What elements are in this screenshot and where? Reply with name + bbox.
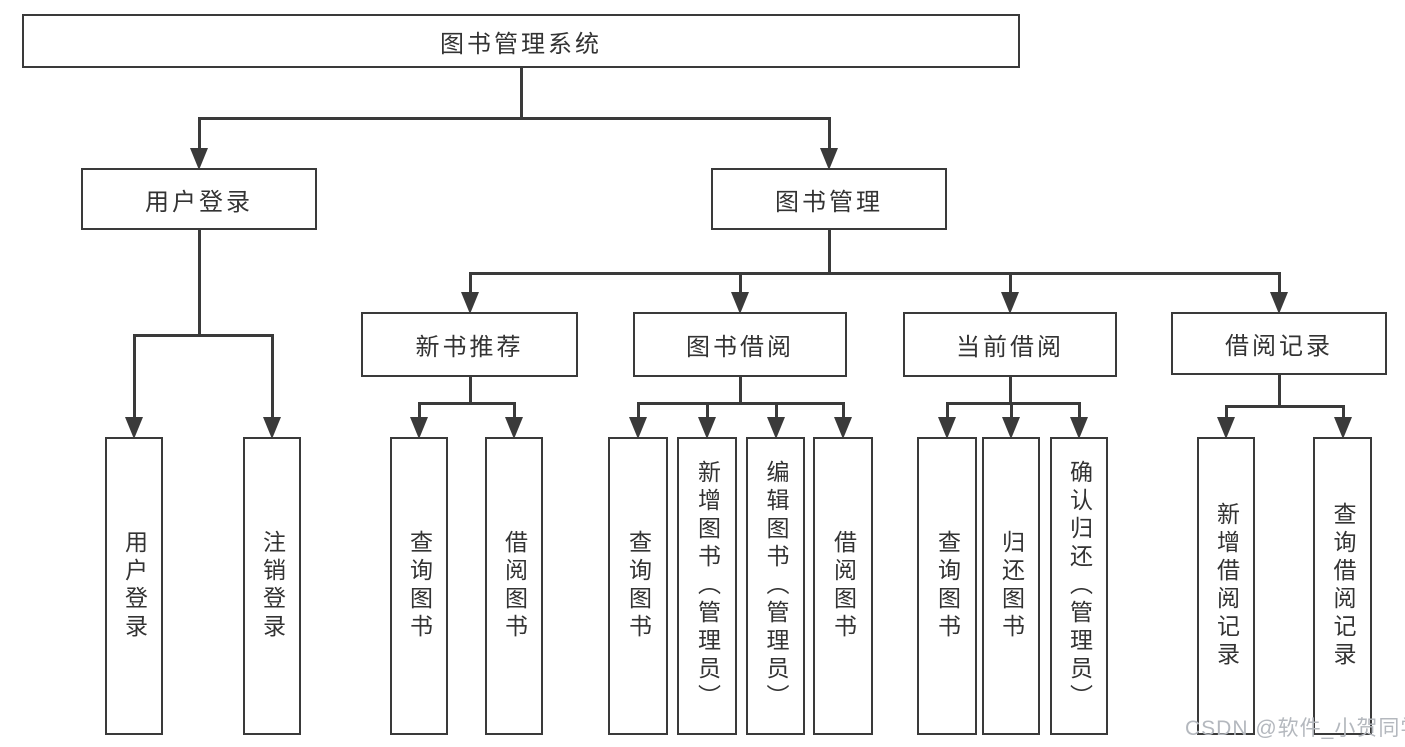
node-label: 借阅记录 [1225, 333, 1333, 360]
node-label: 查询借阅记录 [1330, 502, 1356, 670]
node-label: 查询图书 [406, 530, 433, 642]
arrowhead-down-icon [820, 148, 838, 170]
connector-hline [418, 402, 516, 405]
node-label: 图书管理 [775, 188, 883, 216]
connector-vline [133, 335, 136, 418]
connector-vline [775, 403, 778, 418]
connector-vline [1278, 273, 1281, 293]
connector-hline [198, 117, 831, 120]
node-group-current-borrowing: 当前借阅 [903, 312, 1117, 377]
connector-vline [513, 403, 516, 418]
arrowhead-down-icon [1001, 292, 1019, 314]
arrowhead-down-icon [461, 292, 479, 314]
node-label: 查询图书 [934, 530, 961, 642]
arrowhead-down-icon [1070, 417, 1088, 439]
connector-vline [739, 377, 742, 405]
node-leaf-add-borrow-record: 新增借阅记录 [1197, 437, 1255, 735]
arrowhead-down-icon [263, 417, 281, 439]
connector-vline [739, 273, 742, 293]
arrowhead-down-icon [505, 417, 523, 439]
node-group-new-book-recommend: 新书推荐 [361, 312, 578, 377]
arrowhead-down-icon [629, 417, 647, 439]
node-leaf-borrow-books-1: 借阅图书 [485, 437, 543, 735]
connector-vline [1010, 403, 1013, 418]
connector-vline [418, 403, 421, 418]
node-group-book-management: 图书管理 [711, 168, 947, 230]
arrowhead-down-icon [190, 148, 208, 170]
node-leaf-confirm-return-admin: 确认归还（管理员） [1050, 437, 1108, 735]
connector-vline [520, 68, 523, 120]
node-label: 用户登录 [145, 188, 253, 216]
connector-hline [1225, 405, 1345, 408]
connector-hline [946, 402, 1081, 405]
node-label: 借阅图书 [501, 530, 528, 642]
node-label: 新增图书（管理员） [694, 460, 721, 712]
connector-vline [1078, 403, 1081, 418]
node-leaf-query-books-3: 查询图书 [917, 437, 977, 735]
arrowhead-down-icon [938, 417, 956, 439]
connector-vline [706, 403, 709, 418]
connector-vline [828, 230, 831, 275]
arrowhead-down-icon [1217, 417, 1235, 439]
node-label: 查询图书 [625, 530, 652, 642]
node-label: 编辑图书（管理员） [763, 460, 789, 712]
node-group-borrowing-records: 借阅记录 [1171, 312, 1387, 375]
arrowhead-down-icon [698, 417, 716, 439]
node-label: 新增借阅记录 [1213, 502, 1240, 670]
node-group-user-login: 用户登录 [81, 168, 317, 230]
arrowhead-down-icon [1002, 417, 1020, 439]
connector-vline [1342, 406, 1345, 418]
connector-vline [1009, 273, 1012, 293]
connector-vline [1009, 377, 1012, 405]
node-label: 新书推荐 [415, 334, 524, 361]
node-leaf-query-books-2: 查询图书 [608, 437, 668, 735]
connector-vline [842, 403, 845, 418]
node-label: 当前借阅 [956, 334, 1064, 361]
connector-vline [198, 118, 201, 150]
arrowhead-down-icon [410, 417, 428, 439]
node-group-book-borrowing: 图书借阅 [633, 312, 847, 377]
connector-vline [469, 377, 472, 405]
node-leaf-query-borrow-record: 查询借阅记录 [1313, 437, 1372, 735]
arrowhead-down-icon [767, 417, 785, 439]
node-leaf-edit-book-admin: 编辑图书（管理员） [746, 437, 805, 735]
connector-vline [271, 335, 274, 418]
node-label: 用户登录 [121, 530, 148, 642]
node-label: 确认归还（管理员） [1066, 460, 1093, 712]
node-label: 借阅图书 [830, 530, 857, 642]
connector-vline [1278, 375, 1281, 408]
connector-vline [828, 118, 831, 150]
node-label: 归还图书 [998, 530, 1025, 642]
node-leaf-query-books-1: 查询图书 [390, 437, 448, 735]
connector-vline [469, 273, 472, 293]
csdn-watermark: CSDN @软件_小贺同学 [1185, 717, 1405, 740]
connector-hline [469, 272, 1281, 275]
node-leaf-logout: 注销登录 [243, 437, 301, 735]
connector-vline [946, 403, 949, 418]
connector-hline [133, 334, 274, 337]
node-label: 注销登录 [259, 530, 286, 642]
connector-vline [198, 230, 201, 337]
node-leaf-add-book-admin: 新增图书（管理员） [677, 437, 737, 735]
arrowhead-down-icon [1270, 292, 1288, 314]
node-label: 图书管理系统 [440, 30, 602, 58]
arrowhead-down-icon [1334, 417, 1352, 439]
node-root-library-system: 图书管理系统 [22, 14, 1020, 68]
arrowhead-down-icon [731, 292, 749, 314]
node-label: 图书借阅 [686, 334, 794, 361]
node-leaf-return-books: 归还图书 [982, 437, 1040, 735]
connector-vline [637, 403, 640, 418]
connector-vline [1225, 406, 1228, 418]
arrowhead-down-icon [125, 417, 143, 439]
node-leaf-user-login: 用户登录 [105, 437, 163, 735]
node-leaf-borrow-books-2: 借阅图书 [813, 437, 873, 735]
arrowhead-down-icon [834, 417, 852, 439]
